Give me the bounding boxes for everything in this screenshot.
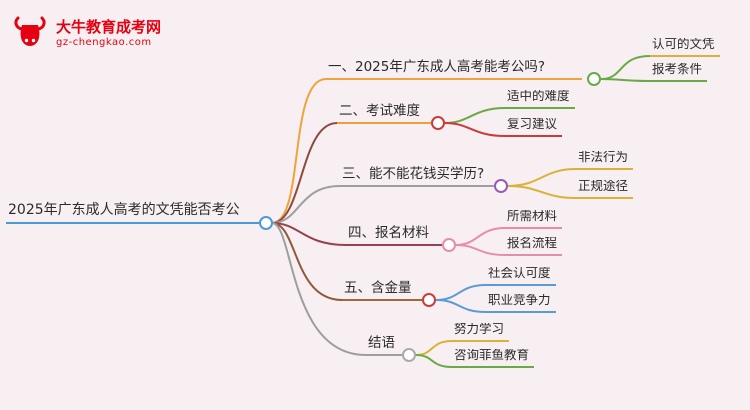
connector-branch-5-child-2	[435, 299, 487, 313]
branch-3-circle	[494, 179, 508, 193]
branch-4-child-2-label: 报名流程	[505, 237, 562, 256]
branch-2-circle	[431, 116, 445, 130]
branch-5-child-1-label: 社会认可度	[486, 267, 556, 286]
branch-2-child-1-label: 适中的难度	[505, 90, 575, 109]
connector-branch-4-child-1	[455, 227, 506, 246]
branch-6-child-1-label: 努力学习	[452, 323, 509, 342]
branch-3-child-1-label: 非法行为	[576, 151, 633, 170]
branch-1-child-2-label: 报考条件	[650, 63, 707, 82]
branch-6-child-2-label: 咨询菲鱼教育	[452, 349, 534, 368]
connector-branch-6-child-1	[415, 340, 453, 356]
connector-branch-3-child-2	[507, 185, 577, 199]
connector-root-to-branch-3	[271, 185, 341, 224]
connector-root-to-branch-1	[271, 78, 327, 224]
branch-3-label: 三、能不能花钱买学历?	[340, 165, 494, 187]
connector-branch-5-child-1	[435, 284, 487, 301]
branch-1-circle	[587, 72, 601, 86]
connector-branch-2-child-2	[444, 122, 506, 137]
connector-branch-1-child-2	[600, 78, 651, 82]
branch-4-label: 四、报名材料	[346, 224, 442, 246]
connector-branch-4-child-2	[455, 244, 506, 256]
connector-branch-6-child-2	[415, 354, 453, 368]
branch-5-child-2-label: 职业竞争力	[486, 294, 556, 313]
root-node-circle	[259, 216, 273, 230]
connector-root-to-branch-5	[271, 222, 343, 301]
connector-branch-1-child-1	[600, 55, 651, 80]
branch-4-circle	[442, 238, 456, 252]
branch-5-label: 五、含金量	[342, 279, 422, 301]
connector-root-to-branch-4	[271, 222, 347, 246]
branch-1-label: 一、2025年广东成人高考能考公吗?	[326, 58, 582, 80]
branch-1-child-1-label: 认可的文凭	[650, 38, 720, 57]
branch-6-label: 结语	[366, 334, 402, 356]
branch-3-child-2-label: 正规途径	[576, 180, 633, 199]
bull-logo-icon	[10, 12, 50, 56]
root-topic: 2025年广东成人高考的文凭能否考公	[6, 200, 262, 224]
site-logo: 大牛教育成考网 gz-chengkao.com	[10, 12, 161, 56]
site-logo-title: 大牛教育成考网	[56, 18, 162, 37]
branch-5-circle	[422, 293, 436, 307]
branch-4-child-1-label: 所需材料	[505, 210, 562, 229]
site-logo-domain: gz-chengkao.com	[56, 37, 152, 49]
connector-branch-3-child-1	[507, 168, 577, 187]
branch-2-child-2-label: 复习建议	[505, 118, 562, 137]
connector-branch-2-child-1	[444, 107, 506, 124]
branch-2-label: 二、考试难度	[337, 102, 431, 124]
branch-6-circle	[402, 348, 416, 362]
connector-root-to-branch-2	[271, 122, 338, 224]
